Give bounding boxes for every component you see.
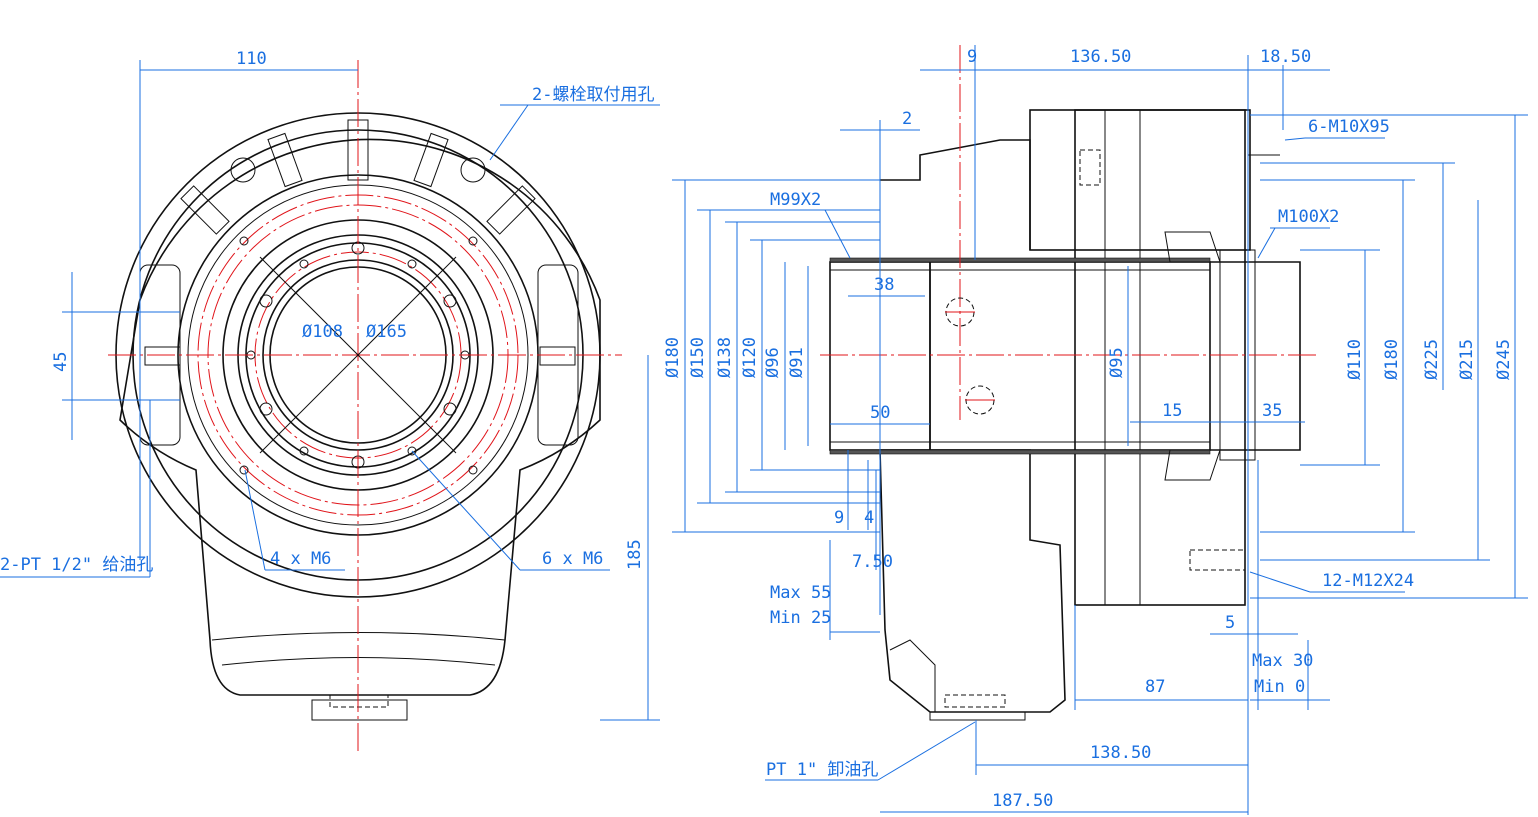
svg-text:Ø110: Ø110 — [1345, 339, 1365, 380]
svg-text:Ø150: Ø150 — [688, 337, 708, 378]
svg-text:Ø180: Ø180 — [663, 337, 683, 378]
svg-text:Ø138: Ø138 — [715, 337, 735, 378]
dim-9-top: 9 — [967, 47, 977, 67]
thread-m99x2: M99X2 — [770, 190, 821, 210]
svg-text:Ø120: Ø120 — [740, 337, 760, 378]
dim-87: 87 — [1145, 677, 1165, 697]
dim-45: 45 — [51, 352, 71, 372]
svg-text:Ø225: Ø225 — [1422, 339, 1442, 380]
dim-185: 185 — [625, 539, 645, 570]
dim-4: 4 — [864, 508, 874, 528]
max-30: Max 30 — [1252, 651, 1313, 671]
thread-m100x2: M100X2 — [1278, 207, 1339, 227]
dim-138-50: 138.50 — [1090, 743, 1151, 763]
dim-136-50: 136.50 — [1070, 47, 1131, 67]
svg-text:Ø215: Ø215 — [1457, 339, 1477, 380]
thread-4xm6: 4 x M6 — [270, 549, 331, 569]
svg-text:Ø180: Ø180 — [1382, 339, 1402, 380]
dim-7-50: 7.50 — [852, 552, 893, 572]
dia-108: Ø108 — [302, 322, 343, 342]
oil-drain-note: PT 1" 卸油孔 — [766, 760, 878, 780]
front-view: 110 2-螺栓取付用孔 45 Ø108 Ø165 2-PT 1/2" 给油孔 … — [0, 49, 660, 752]
dim-35: 35 — [1262, 401, 1282, 421]
bolt-holes — [230, 157, 486, 475]
dim-18-50: 18.50 — [1260, 47, 1311, 67]
bolt-12-m12x24: 12-M12X24 — [1322, 571, 1414, 591]
thread-6xm6: 6 x M6 — [542, 549, 603, 569]
dim-9-bottom: 9 — [834, 508, 844, 528]
dim-5: 5 — [1225, 613, 1235, 633]
dim-110: 110 — [236, 49, 267, 69]
svg-text:Ø245: Ø245 — [1494, 339, 1514, 380]
right-diameter-labels: Ø110 Ø180 Ø225 Ø215 Ø245 — [1345, 339, 1514, 380]
min-0: Min 0 — [1254, 677, 1305, 697]
dim-50: 50 — [870, 403, 890, 423]
dia-95: Ø95 — [1107, 347, 1127, 378]
dim-187-50: 187.50 — [992, 791, 1053, 811]
dim-15: 15 — [1162, 401, 1182, 421]
max-55: Max 55 — [770, 583, 831, 603]
bolt-6-m10x95: 6-M10X95 — [1308, 117, 1390, 137]
svg-text:Ø96: Ø96 — [763, 347, 783, 378]
side-view: 9 136.50 18.50 2 6-M10X95 M99X2 M100X2 3… — [663, 45, 1528, 815]
dim-38: 38 — [874, 275, 894, 295]
left-diameter-labels: Ø180 Ø150 Ø138 Ø120 Ø96 Ø91 — [663, 337, 807, 378]
oil-fill-note: 2-PT 1/2" 给油孔 — [0, 555, 153, 575]
dim-2: 2 — [902, 109, 912, 129]
dia-165: Ø165 — [366, 322, 407, 342]
bolt-hole-note: 2-螺栓取付用孔 — [532, 85, 654, 105]
min-25: Min 25 — [770, 608, 831, 628]
svg-text:Ø91: Ø91 — [787, 347, 807, 378]
